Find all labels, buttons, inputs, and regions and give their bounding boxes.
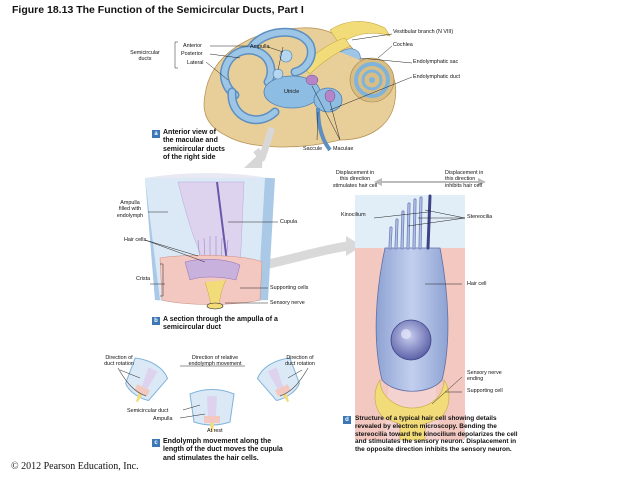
- badge-a: a: [152, 130, 160, 138]
- figure-title: Figure 18.13 The Function of the Semicir…: [12, 4, 304, 16]
- label-vestibular-branch: Vestibular branch (N VIII): [393, 29, 454, 35]
- label-at-rest: At rest: [207, 428, 223, 434]
- badge-d: d: [343, 416, 351, 424]
- caption-b: A section through the ampulla of a semic…: [163, 316, 278, 332]
- label-crista: Crista: [136, 276, 151, 282]
- caption-d: Structure of a typical hair cell showing…: [355, 415, 518, 454]
- label-ampulla: Ampulla: [250, 44, 270, 50]
- badge-c: c: [152, 439, 160, 447]
- label-cupula: Cupula: [280, 219, 298, 225]
- caption-a: Anterior view of the maculae and semicir…: [163, 129, 225, 162]
- copyright-notice: © 2012 Pearson Education, Inc.: [11, 461, 139, 472]
- label-utricle: Utricle: [284, 89, 300, 95]
- badge-b: b: [152, 317, 160, 325]
- label-stereocilia: Stereocilia: [467, 214, 493, 220]
- labyrinth-illustration: [174, 21, 413, 152]
- label-kinocilium: Kinocilium: [341, 212, 366, 218]
- label-semicircular-ducts: Semicircular ducts: [130, 50, 160, 63]
- duct-rotation-illustration: [117, 357, 309, 432]
- label-maculae: Maculae: [333, 146, 354, 152]
- label-supporting-cell: Supporting cell: [467, 388, 503, 394]
- label-supporting-cells: Supporting cells: [270, 285, 309, 291]
- caption-c: Endolymph movement along the length of t…: [163, 438, 283, 462]
- arrow-a-to-b: [244, 150, 263, 168]
- label-anterior: Anterior: [183, 43, 202, 49]
- label-sensory-nerve-ending: Sensory nerve ending: [467, 370, 502, 383]
- label-displacement-inhibits: Displacement in this direction inhibits …: [445, 170, 484, 189]
- label-displacement-stimulates: Displacement in this direction stimulate…: [332, 170, 378, 189]
- ampulla-section-illustration: [144, 173, 278, 310]
- hair-cell-illustration: [355, 178, 486, 441]
- label-cochlea: Cochlea: [393, 42, 413, 48]
- label-posterior: Posterior: [181, 51, 203, 57]
- label-lateral: Lateral: [187, 60, 204, 66]
- label-endolymphatic-duct: Endolymphatic duct: [413, 74, 461, 80]
- label-endolymphatic-sac: Endolymphatic sac: [413, 59, 459, 65]
- arrow-b-to-d: [346, 236, 362, 256]
- label-semicircular-duct: Semicircular duct: [127, 408, 169, 414]
- label-sensory-nerve: Sensory nerve: [270, 300, 305, 306]
- label-direction-relative-endolymph: Direction of relative endolymph movement: [188, 355, 242, 368]
- label-ampulla-c: Ampulla: [153, 416, 173, 422]
- label-direction-duct-rotation-left: Direction of duct rotation: [104, 355, 134, 368]
- label-hair-cell: Hair cell: [467, 281, 487, 287]
- label-saccule: Saccule: [303, 146, 323, 152]
- label-direction-duct-rotation-right: Direction of duct rotation: [285, 355, 315, 368]
- label-hair-cells: Hair cells: [124, 237, 147, 243]
- label-ampulla-filled: Ampulla filled with endolymph: [116, 200, 144, 219]
